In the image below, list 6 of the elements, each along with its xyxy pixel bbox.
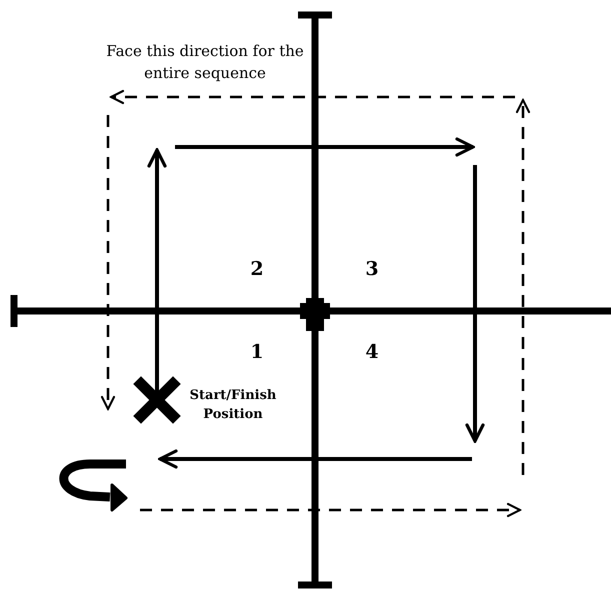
position-label: Start/Finish Position — [188, 387, 278, 424]
quadrant-number: 3 — [364, 257, 380, 281]
quadrant-number: 1 — [249, 340, 265, 364]
quadrant-number: 4 — [364, 340, 380, 364]
quadrant-number: 2 — [249, 257, 265, 281]
instruction-note: Face this direction for the entire sequence — [105, 41, 305, 84]
